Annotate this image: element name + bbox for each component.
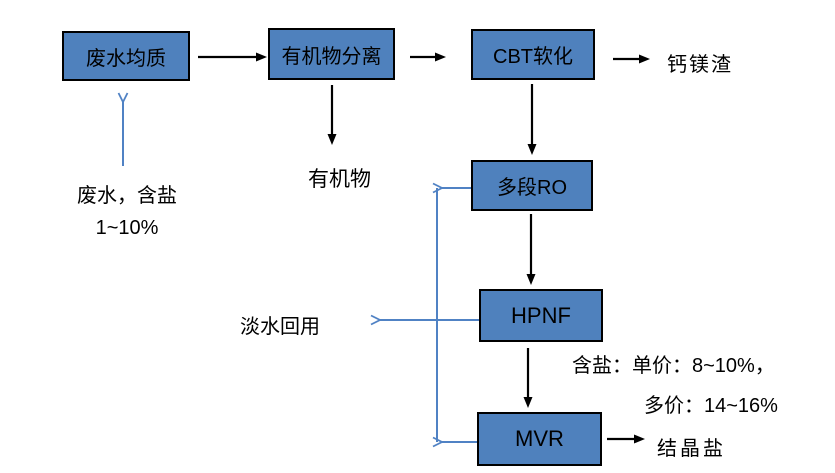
box-hpnf-label: HPNF — [511, 302, 571, 328]
salt-content-label-line1: 含盐：单价：8~10%， — [572, 355, 775, 377]
box-multistage-ro-label: 多段RO — [497, 177, 567, 199]
salt-content-label-line2: 多价：14~16% — [644, 395, 778, 417]
organics-label: 有机物 — [308, 168, 371, 191]
box-mvr: MVR — [477, 412, 602, 466]
box-organic-separation-label: 有机物分离 — [281, 45, 382, 68]
box-mvr-label: MVR — [515, 426, 564, 451]
calcium-magnesium-residue-label: 钙镁渣 — [667, 54, 733, 76]
box-multistage-ro: 多段RO — [471, 160, 593, 211]
feed-label-line1: 废水，含盐 — [77, 185, 177, 207]
box-organic-separation: 有机物分离 — [268, 28, 395, 80]
box-wastewater-homogenization-label: 废水均质 — [86, 47, 166, 70]
crystallized-salt-label: 结晶盐 — [657, 438, 726, 460]
box-cbt-softening-label: CBT软化 — [493, 46, 573, 68]
freshwater-reuse-label: 淡水回用 — [240, 316, 320, 338]
box-cbt-softening: CBT软化 — [471, 29, 595, 80]
feed-label-line2: 1~10% — [95, 217, 159, 239]
box-wastewater-homogenization: 废水均质 — [62, 31, 190, 81]
box-hpnf: HPNF — [479, 289, 603, 342]
